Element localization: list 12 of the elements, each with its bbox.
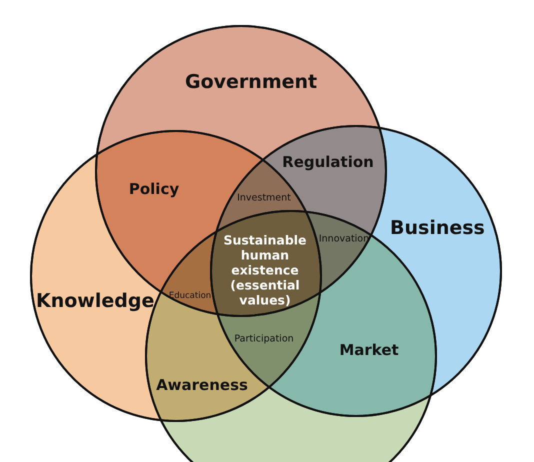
circle-label: Knowledge [36, 290, 154, 312]
region-label: Market [339, 341, 399, 359]
region-label: Awareness [156, 376, 248, 394]
circle-label: Government [185, 71, 318, 93]
circle-label: Business [390, 217, 485, 239]
center-label: Sustainable human existence (essential values) [222, 232, 308, 308]
region-label: Participation [234, 334, 294, 344]
region-label: Innovation [318, 234, 370, 244]
region-label: Regulation [282, 153, 374, 171]
region-label: Policy [128, 180, 180, 198]
region-label: Education [168, 291, 212, 301]
region-label: Investment [237, 192, 291, 204]
